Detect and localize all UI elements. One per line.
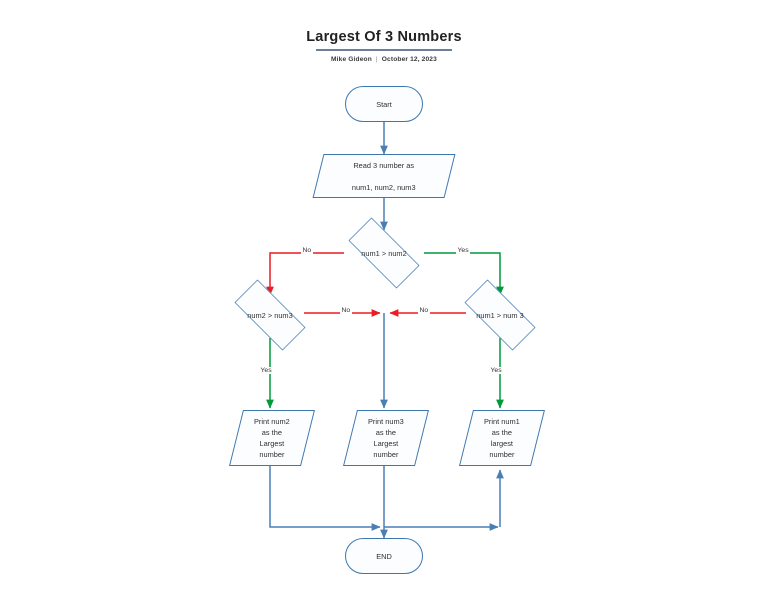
- node-decision-num1-gt-num2-label: num1 > num2: [361, 248, 407, 258]
- document-header: Largest Of 3 Numbers Mike Gideon|October…: [0, 28, 768, 63]
- title-divider: [316, 49, 452, 51]
- edge-print2-to-end: [269, 466, 381, 531]
- edge-label-decision1-no: No: [301, 247, 313, 254]
- node-end-label: END: [376, 551, 392, 561]
- node-print-num1[interactable]: Print num1 as the largest number: [459, 410, 545, 466]
- node-print-num2[interactable]: Print num2 as the Largest number: [229, 410, 315, 466]
- node-read-input-label: Read 3 number as num1, num2, num3: [352, 160, 416, 192]
- node-end[interactable]: END: [345, 538, 423, 574]
- node-print-num3-label: Print num3 as the Largest number: [368, 417, 404, 459]
- edge-label-decision2-no: No: [340, 307, 352, 314]
- edge-decision1-no: [266, 252, 344, 296]
- document-date: October 12, 2023: [381, 55, 437, 63]
- node-decision-num1-gt-num2[interactable]: num1 > num2: [336, 217, 432, 289]
- edge-label-decision3-yes: Yes: [489, 367, 504, 374]
- edge-label-decision1-yes: Yes: [456, 247, 471, 254]
- document-byline: Mike Gideon|October 12, 2023: [0, 56, 768, 63]
- node-print-num2-label: Print num2 as the Largest number: [254, 417, 290, 459]
- node-start-label: Start: [376, 99, 392, 109]
- edge-label-decision2-yes: Yes: [259, 367, 274, 374]
- edge-label-decision3-no: No: [418, 307, 430, 314]
- node-read-input[interactable]: Read 3 number as num1, num2, num3: [312, 154, 456, 198]
- page-title: Largest Of 3 Numbers: [306, 29, 462, 45]
- byline-separator: |: [375, 55, 378, 63]
- node-decision-num1-gt-num3-label: num1 > num 3: [476, 310, 524, 320]
- node-print-num3[interactable]: Print num3 as the Largest number: [343, 410, 429, 466]
- node-decision-num2-gt-num3[interactable]: num2 > num3: [222, 279, 318, 351]
- node-print-num1-label: Print num1 as the largest number: [484, 417, 520, 459]
- author-name: Mike Gideon: [331, 55, 372, 63]
- node-decision-num1-gt-num3[interactable]: num1 > num 3: [452, 279, 548, 351]
- node-start[interactable]: Start: [345, 86, 423, 122]
- node-decision-num2-gt-num3-label: num2 > num3: [247, 310, 293, 320]
